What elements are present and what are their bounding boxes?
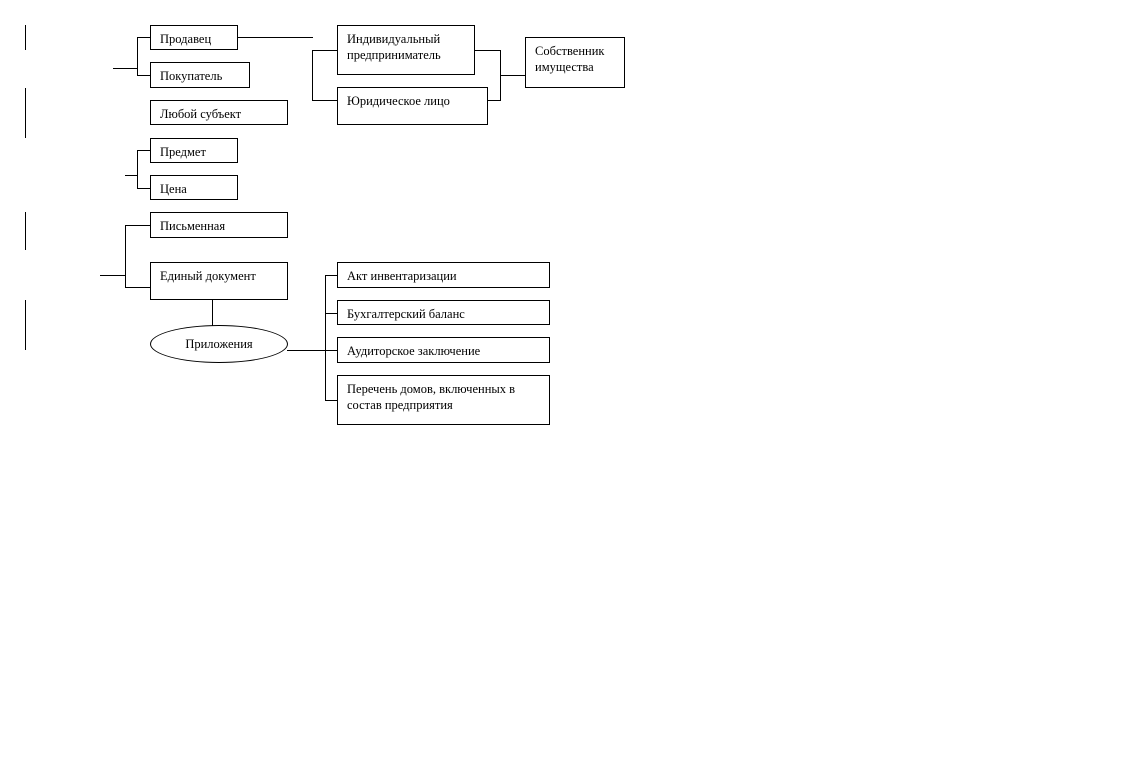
connector xyxy=(212,300,213,326)
connector xyxy=(125,287,150,288)
node-buyer: Покупатель xyxy=(150,62,250,88)
connector xyxy=(237,37,313,38)
connector xyxy=(312,50,313,100)
connector xyxy=(312,50,337,51)
node-subject-matter: Предмет xyxy=(150,138,238,163)
connector xyxy=(113,68,138,69)
connector xyxy=(125,225,126,288)
connector xyxy=(325,275,338,276)
node-debt-list: Перечень домов, включенных в состав пред… xyxy=(337,375,550,425)
connector xyxy=(475,50,500,51)
connector xyxy=(137,75,150,76)
margin-mark xyxy=(25,25,26,50)
node-seller: Продавец xyxy=(150,25,238,50)
node-price: Цена xyxy=(150,175,238,200)
node-balance-sheet: Бухгалтерский баланс xyxy=(337,300,550,325)
connector xyxy=(137,150,138,188)
connector xyxy=(137,188,150,189)
node-audit-report: Аудиторское заключение xyxy=(337,337,550,363)
connector xyxy=(325,400,338,401)
connector xyxy=(125,225,150,226)
node-written: Письменная xyxy=(150,212,288,238)
connector xyxy=(487,100,500,101)
connector xyxy=(125,175,138,176)
margin-mark xyxy=(25,212,26,250)
node-individual-entrepreneur: Индивидуальный предприниматель xyxy=(337,25,475,75)
connector xyxy=(500,75,525,76)
node-inventory-act: Акт инвентаризации xyxy=(337,262,550,288)
connector xyxy=(325,313,338,314)
connector xyxy=(100,275,125,276)
connector xyxy=(137,37,138,75)
connector xyxy=(325,350,338,351)
connector xyxy=(137,150,150,151)
connector xyxy=(312,100,337,101)
margin-mark xyxy=(25,88,26,138)
node-appendices: Приложения xyxy=(150,325,288,363)
connector xyxy=(287,350,325,351)
connector xyxy=(137,37,150,38)
margin-mark xyxy=(25,300,26,350)
node-property-owner: Собственник имущества xyxy=(525,37,625,88)
node-any-subject: Любой субъект xyxy=(150,100,288,125)
node-legal-entity: Юридическое лицо xyxy=(337,87,488,125)
connector xyxy=(325,275,326,401)
node-single-document: Единый документ xyxy=(150,262,288,300)
